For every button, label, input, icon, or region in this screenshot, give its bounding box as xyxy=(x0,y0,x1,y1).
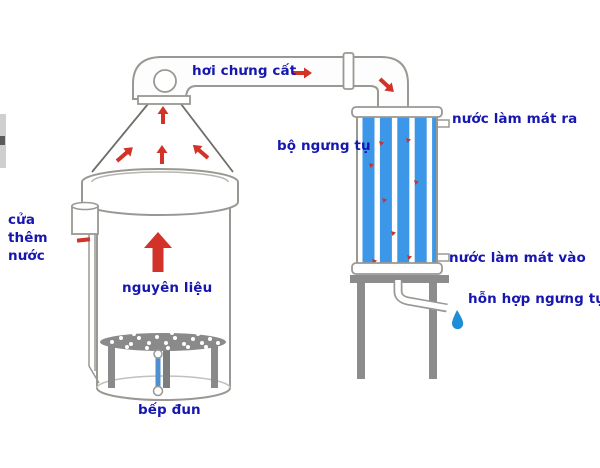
label-condenser-unit: bộ ngưng tụ xyxy=(277,138,371,154)
stand-top xyxy=(350,275,449,283)
water-door-port xyxy=(71,201,99,243)
outlet-pipe xyxy=(393,280,449,313)
funnel-cone xyxy=(91,103,234,173)
label-raw-material: nguyên liệu xyxy=(122,280,213,296)
label-cooling-water-in: nước làm mát vào xyxy=(449,250,586,266)
thermometer xyxy=(152,349,164,397)
right-arrow-icon xyxy=(293,67,312,79)
stand-leg xyxy=(357,283,365,379)
pipe-port-circle xyxy=(153,69,177,93)
condenser-stand xyxy=(350,275,449,379)
funnel-flange xyxy=(137,95,191,105)
up-arrow-icon xyxy=(157,106,169,124)
label-cooling-water-out: nước làm mát ra xyxy=(452,111,578,127)
condenser-top-lip xyxy=(351,106,443,118)
flow-arrows xyxy=(115,67,394,272)
vapor-pipe xyxy=(132,52,409,113)
condenser xyxy=(351,106,450,275)
down-right-arrow-icon xyxy=(378,77,394,92)
up-arrow-icon xyxy=(144,232,172,272)
condensate-marks xyxy=(369,138,419,264)
water-drop-icon xyxy=(452,310,464,330)
pot-left-jacket xyxy=(88,202,100,384)
plate-leg xyxy=(163,350,170,388)
label-vapor: hơi chưng cất xyxy=(192,63,297,79)
left-edge-artifact xyxy=(0,114,6,168)
condenser-bottom-lip xyxy=(351,262,443,275)
pipe-coupling xyxy=(342,52,355,90)
label-condensed-mixture: hỗn hợp ngưng tụ xyxy=(468,291,600,307)
up-right-arrow-icon xyxy=(115,147,133,163)
perforated-plate xyxy=(100,331,226,388)
still-pot-collar xyxy=(81,168,239,216)
condenser-tubes xyxy=(362,115,436,264)
still-pot xyxy=(81,168,239,401)
up-arrow-icon xyxy=(156,145,168,164)
collar-inner-rim xyxy=(91,171,229,183)
water-level-mark xyxy=(76,237,91,243)
steam-holes xyxy=(110,331,220,350)
plate-leg xyxy=(211,346,218,388)
stand-leg xyxy=(429,283,437,379)
label-stove: bếp đun xyxy=(138,402,201,418)
up-left-arrow-icon xyxy=(192,144,210,160)
plate-leg xyxy=(108,346,115,388)
label-water-inlet-door: cửa thêm nước xyxy=(8,212,48,265)
